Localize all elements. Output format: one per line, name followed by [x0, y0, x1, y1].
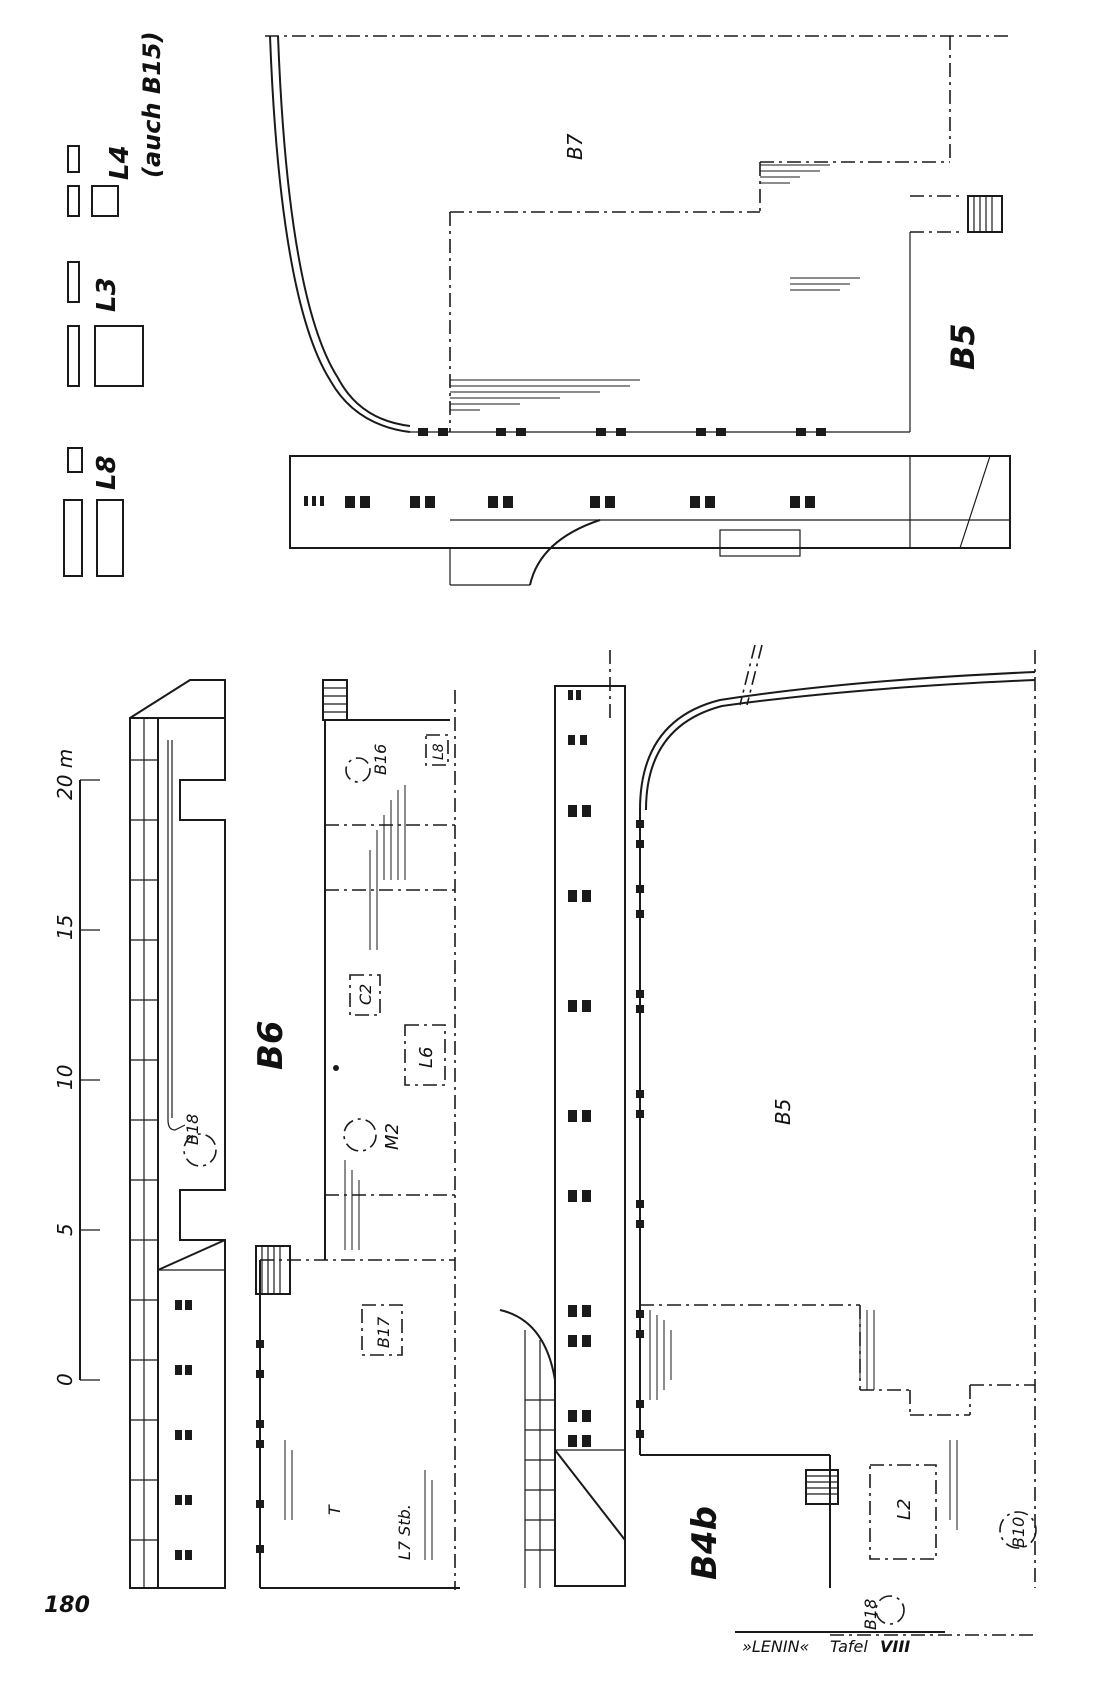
footer-plate: Tafel — [830, 1637, 868, 1656]
deck-plan-b5: L2 B10 B18 B5 B4b — [499, 644, 1037, 1636]
legend-also-b15: (auch B15) — [138, 31, 166, 178]
label-b6: B6 — [251, 1020, 291, 1070]
legend: L8 L3 L4 (auch B15) — [63, 31, 166, 577]
legend-l8-box — [96, 499, 124, 577]
deck-plan-b6: L8 B16 C2 L6 M2 B17 T L7 Stb. B6 — [251, 679, 460, 1590]
scale-tick-5: 5 — [53, 1223, 77, 1236]
label-b5-top: B5 — [944, 323, 982, 370]
b5-hatching — [649, 1310, 958, 1530]
b5-portholes — [568, 690, 591, 1447]
legend-l4-small — [67, 145, 80, 173]
b7-bollards — [418, 428, 826, 436]
label-l7: L7 Stb. — [395, 1504, 414, 1560]
label-l2: L2 — [894, 1499, 915, 1520]
footer-title: »LENIN« — [742, 1637, 809, 1656]
b6-stairs-top — [322, 679, 348, 721]
legend-l3-small — [67, 261, 80, 303]
label-b5-main: B5 — [771, 1099, 795, 1125]
b6-hatching — [284, 785, 433, 1560]
b6-bollards — [256, 1340, 264, 1553]
label-b18-top: B18 — [183, 1114, 202, 1145]
b5-bollards — [636, 820, 644, 1438]
legend-l4-box — [91, 185, 119, 217]
page-number: 180 — [44, 1593, 90, 1618]
label-l6: L6 — [416, 1047, 437, 1068]
b7-side-elevation — [289, 455, 1011, 549]
scale-tick-0: 0 — [53, 1373, 77, 1386]
legend-l8-strip — [63, 499, 83, 577]
scale-tick-10: 10 — [53, 1065, 77, 1090]
label-l8-box: L8 — [431, 743, 447, 760]
b6-windows — [175, 1300, 192, 1560]
label-b10: B10 — [1009, 1517, 1028, 1548]
legend-l4-strip — [67, 185, 80, 217]
legend-l8-small — [67, 447, 83, 473]
label-b4b: B4b — [685, 1506, 725, 1580]
b6-stairs-bottom — [255, 1245, 291, 1295]
scale-tick-15: 15 — [53, 915, 77, 940]
b6-l8-box — [425, 734, 449, 766]
b6-railing-pipe — [167, 740, 186, 1131]
deck-plan-b7: B7 B5 — [265, 35, 1011, 586]
b18-circle-top — [183, 1133, 217, 1167]
legend-l3-label: L3 — [92, 277, 122, 312]
label-b18-bottom: B18 — [861, 1599, 880, 1630]
l6-box — [404, 1024, 446, 1086]
footer-plate-number: VIII — [880, 1637, 910, 1656]
b5-hull-curve — [639, 671, 1036, 811]
scale-tick-20m: 20 m — [53, 749, 77, 800]
b4b-stairs — [805, 1469, 839, 1505]
b17-box — [361, 1304, 403, 1356]
b7-hatching — [450, 164, 860, 411]
b7-stairs — [967, 195, 1003, 233]
b16-circle — [345, 757, 371, 783]
deck-plan-b6-elevation: B18 — [129, 679, 226, 1589]
label-t: T — [325, 1504, 344, 1515]
m2-circle — [343, 1118, 377, 1152]
b10-circle — [999, 1511, 1037, 1549]
label-c2: C2 — [356, 984, 375, 1005]
legend-l3-box — [94, 325, 144, 387]
label-m2: M2 — [382, 1123, 403, 1150]
label-b7: B7 — [563, 133, 587, 160]
legend-l3-strip — [67, 325, 80, 387]
b7-portholes — [304, 496, 815, 508]
b7-hull-curve — [269, 35, 411, 433]
c2-box — [349, 974, 381, 1016]
label-b16: B16 — [371, 744, 390, 775]
label-b17: B17 — [374, 1316, 393, 1348]
legend-l8-label: L8 — [92, 455, 122, 490]
scale-bar: 0 5 10 15 20 m — [53, 749, 100, 1386]
l2-box — [869, 1464, 937, 1560]
legend-l4-label: L4 — [105, 145, 135, 180]
b18-circle-bottom — [875, 1595, 905, 1625]
b5-side-elevation — [554, 685, 626, 1587]
